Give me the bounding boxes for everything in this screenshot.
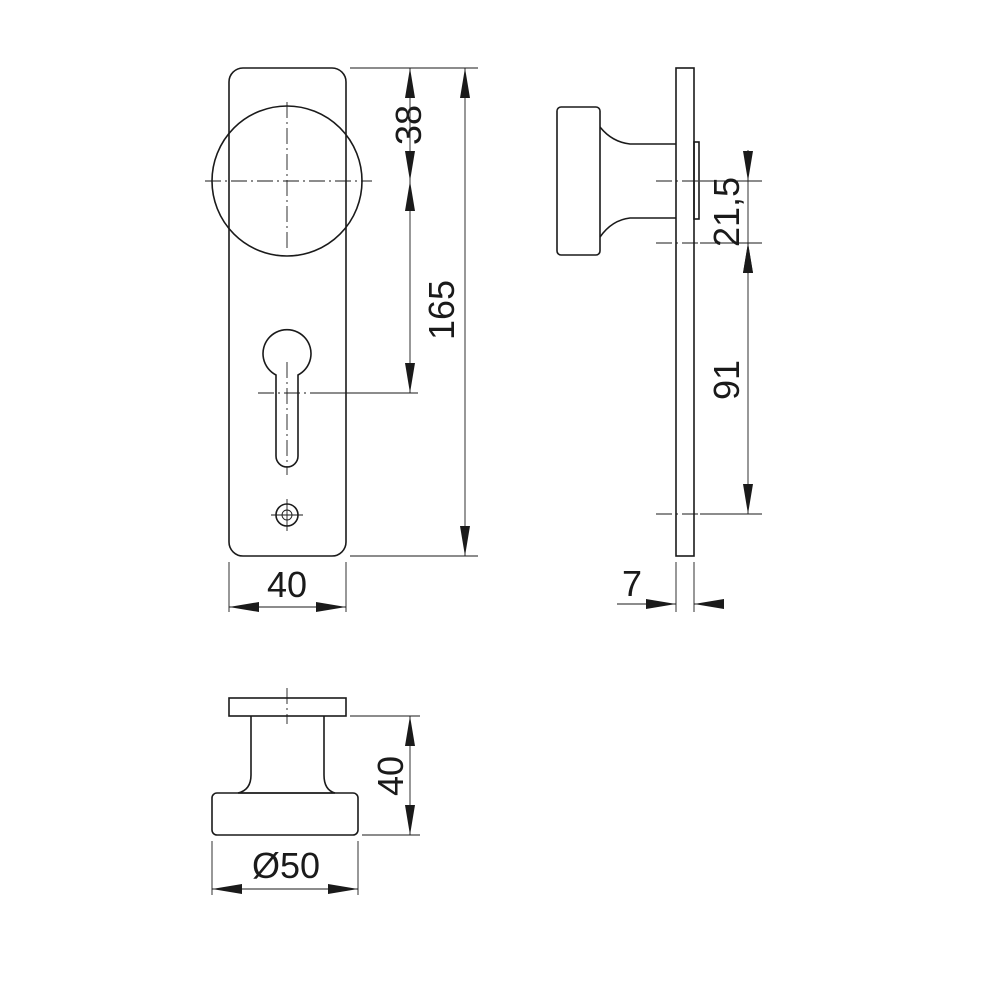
dim-label-21-5: 21,5 <box>706 177 747 247</box>
arrowhead <box>743 484 753 514</box>
arrowhead <box>229 602 259 612</box>
arrowhead <box>405 716 415 746</box>
dim-label-38: 38 <box>388 105 429 145</box>
side-knob-neck <box>599 126 676 238</box>
top-knob-neck <box>237 716 336 794</box>
side-rose-step <box>693 141 700 220</box>
front-plate <box>228 67 347 557</box>
dim-label-diameter: Ø50 <box>252 845 320 886</box>
top-plate <box>228 697 347 717</box>
top-knob-disc <box>211 792 359 836</box>
top-dimensions: 40 Ø50 <box>211 715 420 895</box>
arrowhead <box>328 884 358 894</box>
front-dimensions: 38 165 40 <box>228 67 478 612</box>
arrowhead <box>460 526 470 556</box>
dim-label-165: 165 <box>421 280 462 340</box>
side-view <box>556 67 700 557</box>
arrowhead <box>405 151 415 181</box>
arrowhead <box>212 884 242 894</box>
arrowhead <box>694 599 724 609</box>
arrowhead <box>743 151 753 181</box>
top-view <box>211 688 359 836</box>
arrowhead <box>405 805 415 835</box>
arrowhead <box>316 602 346 612</box>
arrowhead <box>460 68 470 98</box>
arrowhead <box>405 68 415 98</box>
side-dimensions: 21,5 91 7 <box>617 150 762 612</box>
front-view <box>205 67 372 557</box>
side-knob-disc <box>556 106 601 256</box>
dim-label-91: 91 <box>706 360 747 400</box>
arrowhead <box>405 363 415 393</box>
dim-label-7: 7 <box>622 563 642 604</box>
arrowhead <box>646 599 676 609</box>
dim-label-top-40: 40 <box>370 756 411 796</box>
side-plate <box>675 67 695 557</box>
arrowhead <box>405 181 415 211</box>
arrowhead <box>743 243 753 273</box>
dim-label-40: 40 <box>267 564 307 605</box>
